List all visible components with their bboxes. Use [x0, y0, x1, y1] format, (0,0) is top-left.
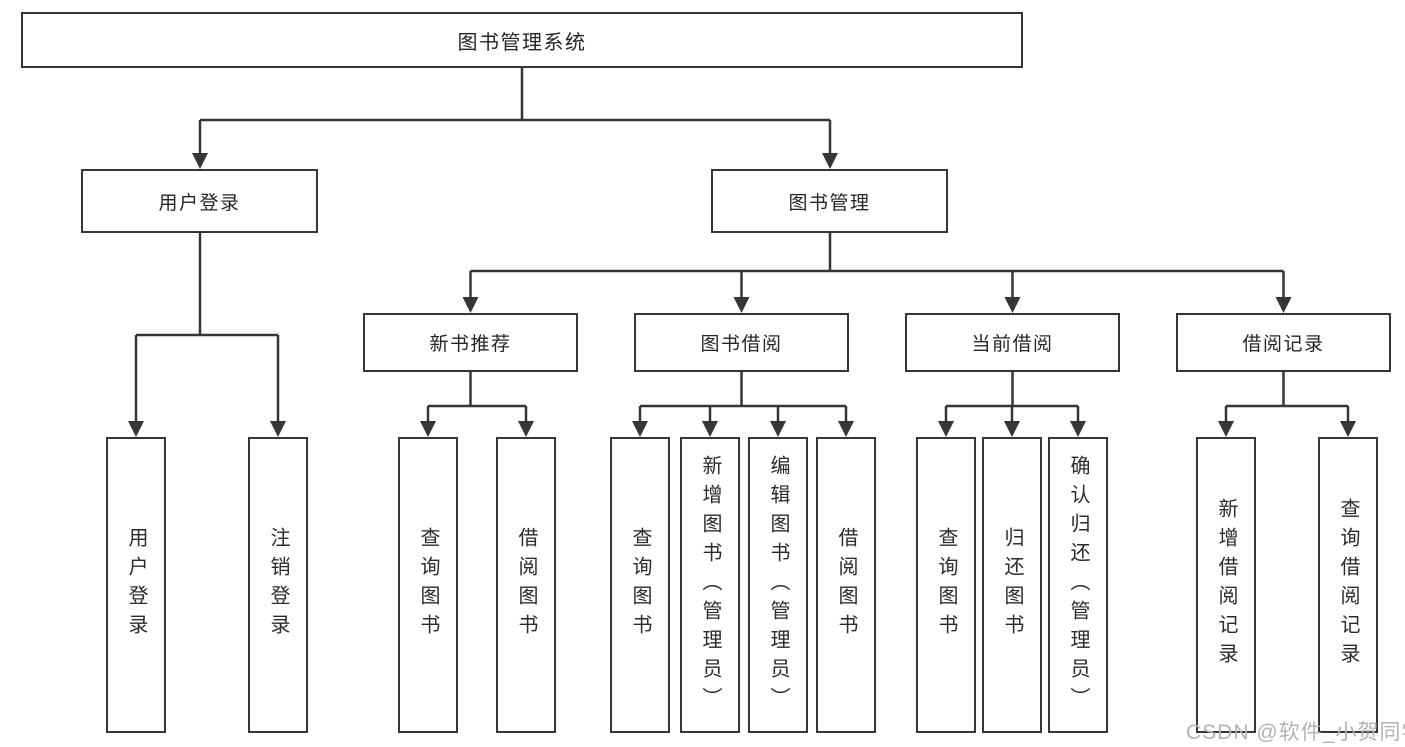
arrow-icon — [1070, 421, 1086, 437]
leaf-label: 查询图书 — [417, 527, 439, 643]
arrow-icon — [938, 421, 954, 437]
arrow-icon — [838, 421, 854, 437]
arrow-icon — [702, 421, 718, 437]
node-label: 借阅记录 — [1242, 334, 1325, 355]
node-label: 图书借阅 — [700, 334, 783, 355]
leaf-label: 归还图书 — [1001, 527, 1023, 643]
csdn-watermark: CSDN @软件_小贺同学 — [1186, 721, 1405, 744]
node-label: 用户登录 — [158, 192, 241, 214]
arrow-icon — [192, 153, 208, 169]
node-book-borrow: 图书借阅 — [634, 313, 849, 372]
arrowheads — [128, 153, 1356, 437]
leaf-label: 查询图书 — [629, 527, 651, 643]
leaf-query-books-recommend: 查询图书 — [398, 437, 458, 733]
connector-user-login-to-leaves — [134, 233, 280, 422]
arrow-icon — [632, 421, 648, 437]
leaf-label: 借阅图书 — [515, 527, 537, 643]
arrow-icon — [518, 421, 534, 437]
arrow-icon — [822, 153, 838, 169]
leaf-borrow-books: 借阅图书 — [816, 437, 876, 733]
leaf-label: 查询借阅记录 — [1337, 498, 1359, 672]
leaf-label: 注销登录 — [267, 527, 289, 643]
arrow-icon — [770, 421, 786, 437]
leaf-return-books: 归还图书 — [982, 437, 1042, 733]
leaf-label: 编辑图书（管理员） — [767, 454, 789, 716]
leaf-label: 新增图书（管理员） — [699, 454, 721, 716]
arrow-icon — [1218, 421, 1234, 437]
leaf-add-borrow-record: 新增借阅记录 — [1196, 437, 1256, 733]
arrow-icon — [270, 421, 286, 437]
leaf-label: 用户登录 — [125, 527, 147, 643]
node-label: 当前借阅 — [971, 334, 1054, 355]
node-user-login: 用户登录 — [81, 169, 318, 233]
arrow-icon — [1340, 421, 1356, 437]
arrow-icon — [128, 421, 144, 437]
node-current-borrow: 当前借阅 — [905, 313, 1120, 372]
connector-current-borrow-to-leaves — [944, 372, 1080, 422]
leaf-query-borrow-record: 查询借阅记录 — [1318, 437, 1378, 733]
leaf-add-books-admin: 新增图书（管理员） — [680, 437, 740, 733]
node-library-management-system: 图书管理系统 — [21, 12, 1023, 68]
arrow-icon — [1004, 421, 1020, 437]
connector-book-borrow-to-leaves — [638, 372, 848, 422]
node-label: 图书管理系统 — [457, 31, 587, 54]
arrow-icon — [1275, 297, 1292, 313]
leaf-label: 新增借阅记录 — [1215, 498, 1237, 672]
connector-root-to-level2 — [198, 68, 832, 154]
arrow-icon — [420, 421, 436, 437]
arrow-icon — [462, 297, 479, 313]
leaf-borrow-books-recommend: 借阅图书 — [496, 437, 556, 733]
leaf-label: 查询图书 — [935, 527, 957, 643]
node-label: 图书管理 — [788, 192, 871, 214]
node-new-book-recommend: 新书推荐 — [363, 313, 578, 372]
leaf-label: 确认归还（管理员） — [1067, 454, 1089, 716]
arrow-icon — [733, 297, 750, 313]
leaf-edit-books-admin: 编辑图书（管理员） — [748, 437, 808, 733]
node-label: 新书推荐 — [429, 334, 512, 355]
arrow-icon — [1004, 297, 1021, 313]
leaf-logout: 注销登录 — [248, 437, 308, 733]
connector-borrow-records-to-leaves — [1224, 372, 1350, 422]
leaf-user-login: 用户登录 — [106, 437, 166, 733]
leaf-query-books-borrow: 查询图书 — [610, 437, 670, 733]
leaf-label: 借阅图书 — [835, 527, 857, 643]
connector-book-management-to-level3 — [469, 233, 1285, 298]
leaf-confirm-return-admin: 确认归还（管理员） — [1048, 437, 1108, 733]
node-borrow-records: 借阅记录 — [1176, 313, 1391, 372]
leaf-query-books-current: 查询图书 — [916, 437, 976, 733]
connector-new-book-to-leaves — [426, 372, 528, 422]
node-book-management: 图书管理 — [711, 169, 948, 233]
